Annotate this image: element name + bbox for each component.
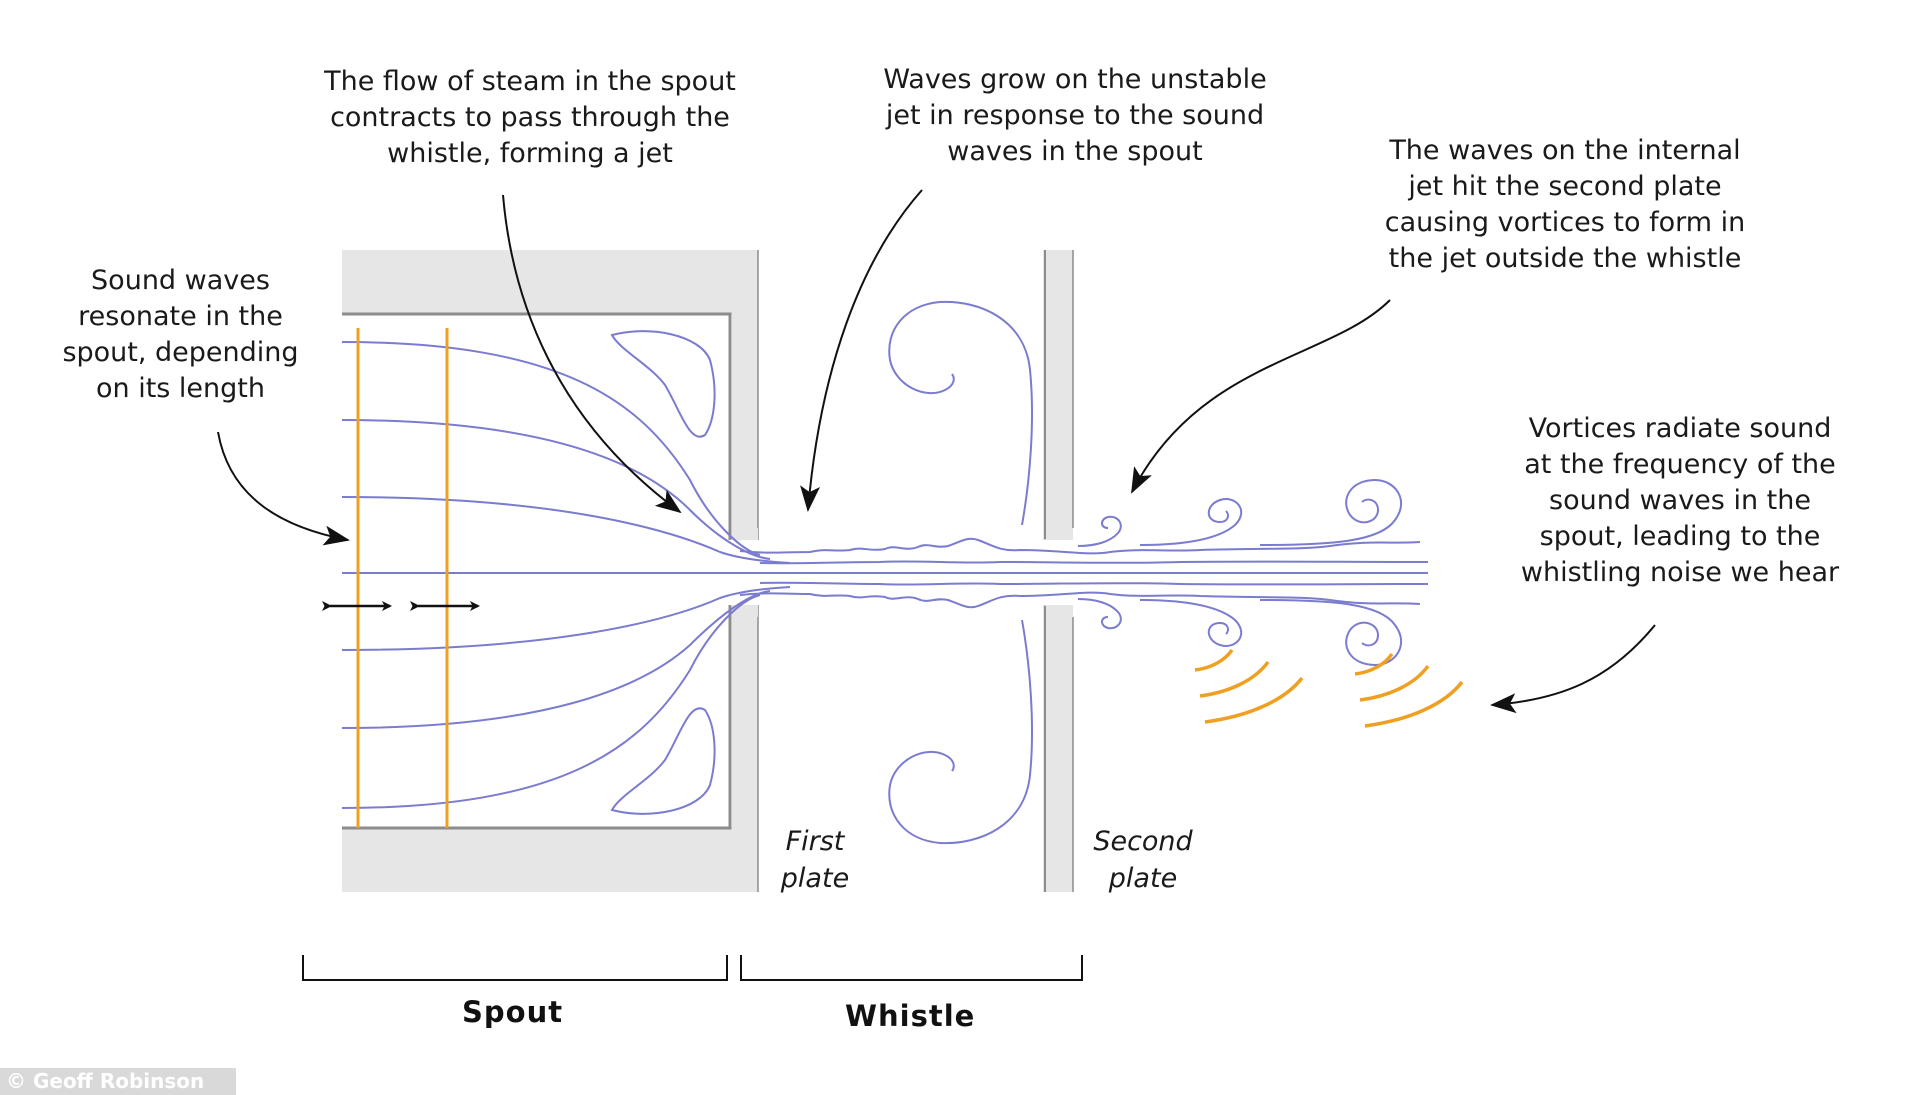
credit-badge: © Geoff Robinson [0,1068,236,1095]
annotation-waves-grow: Waves grow on the unstable jet in respon… [883,64,1267,167]
spout-inner-edge-top [342,312,732,540]
spout-body [342,250,759,892]
vortex-small-bottom [1077,598,1122,630]
pointer-arrows [217,189,1656,714]
recirculation-spout-top [610,330,716,438]
arrow-icon [217,431,350,546]
jet-upper-inner [759,560,1429,565]
streamline-bottom-1 [341,594,761,809]
vortex-large-top [1259,478,1402,546]
vortex-chamber-top [888,300,1033,526]
annotation-steam-flow: The flow of steam in the spout contracts… [324,66,736,169]
first-plate-label: First plate [780,826,850,894]
spout-wall-bottom [342,605,758,892]
second-plate-bottom [1043,605,1073,892]
sound-wave-icon [1194,648,1464,728]
jet-lower-inner [759,581,1429,586]
second-plate-top [1043,250,1073,540]
spout-inner-edge-bottom [342,605,732,830]
arrow-icon [1490,624,1656,714]
jet-lower-boundary [739,591,1421,609]
sound-wavefronts [356,328,449,828]
spout-label: Spout [462,995,564,1029]
jet-upper-boundary [739,537,1421,555]
spout-wall-top [342,250,758,540]
whistle-label: Whistle [845,999,976,1033]
streamline-top-3 [341,496,791,564]
vortex-large-bottom [1259,599,1402,667]
streamline-top-1 [341,341,761,556]
annotation-vortices-radiate: Vortices radiate sound at the frequency … [1520,413,1840,588]
arrow-icon [1131,299,1391,494]
streamline-bottom-3 [341,586,791,651]
vortex-medium-bottom [1139,599,1243,647]
annotation-waves-hit-plate: The waves on the internal jet hit the se… [1384,135,1746,274]
annotation-sound-waves: Sound waves resonate in the spout, depen… [62,265,299,404]
streamline-top-2 [341,419,771,560]
section-brackets [302,955,1083,981]
arrow-icon [800,189,923,512]
spout-bracket [302,955,728,981]
vortex-small-top [1077,515,1122,547]
vortex-medium-top [1139,498,1243,546]
second-plate-label: Second plate [1093,826,1193,894]
vortex-chamber-bottom [888,619,1033,845]
second-plate [1043,250,1074,892]
whistle-bracket [740,955,1083,981]
steam-streamlines [341,300,1429,845]
arrow-icon [502,194,682,514]
streamline-bottom-2 [341,590,771,729]
recirculation-spout-bottom [610,707,716,815]
